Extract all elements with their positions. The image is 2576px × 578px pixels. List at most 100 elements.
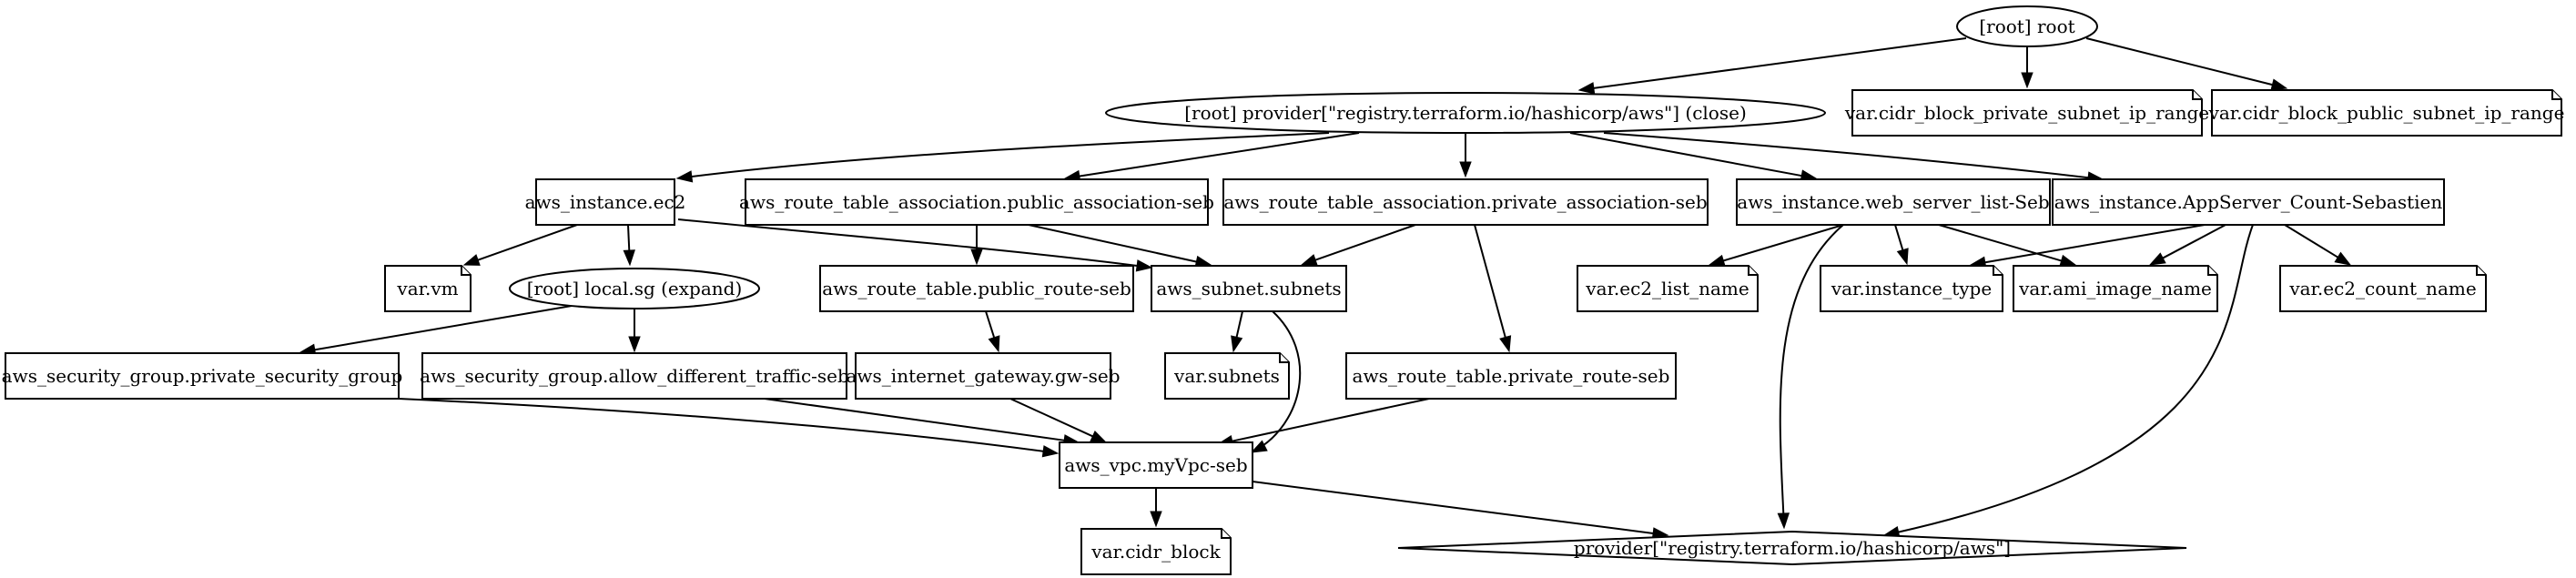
box-shape xyxy=(1222,178,1709,226)
node-rt-public: aws_route_table.public_route-seb xyxy=(819,265,1134,312)
node-label: aws_route_table.private_route-seb xyxy=(1353,365,1670,387)
edge-arrowhead xyxy=(1896,248,1909,266)
edge-web_server-to-var_ec2_list_name xyxy=(1708,224,1844,267)
note-shape xyxy=(1164,352,1290,400)
edge-arrowhead xyxy=(1300,254,1318,266)
edge-vpc-to-provider xyxy=(1252,481,1669,540)
node-provider-close: [root] provider["registry.terraform.io/h… xyxy=(1105,92,1826,134)
edge-root-to-var_cidr_public xyxy=(2085,37,2288,91)
edge-app_server-to-var_ami_image_name xyxy=(2148,224,2226,266)
box-shape xyxy=(421,352,847,400)
edge-arrowhead xyxy=(628,336,641,353)
edge-subnets-to-vpc xyxy=(1250,310,1302,453)
edge-local_sg-to-sg_allow xyxy=(628,309,641,353)
edge-provider_close-to-ec2 xyxy=(675,132,1330,183)
edge-web_server-to-var_instance_type xyxy=(1894,224,1909,266)
note-shape xyxy=(2279,265,2487,312)
node-label: var.instance_type xyxy=(1831,278,1992,299)
edge-subnets-to-var_subnets xyxy=(1231,310,1243,353)
edge-arrowhead xyxy=(623,249,635,267)
edge-arrowhead xyxy=(1150,511,1162,528)
node-var-subnets: var.subnets xyxy=(1164,352,1290,400)
node-subnets: aws_subnet.subnets xyxy=(1151,265,1347,312)
node-web-server: aws_instance.web_server_list-Seb xyxy=(1736,178,2051,226)
edge-rt_public-to-igw xyxy=(985,310,1000,353)
box-shape xyxy=(5,352,400,400)
node-label: var.ec2_count_name xyxy=(2288,278,2476,299)
node-local-sg: [root] local.sg (expand) xyxy=(509,268,760,309)
diamond-shape xyxy=(1397,530,2187,566)
edge-root-to-var_cidr_private xyxy=(2021,47,2033,89)
box-shape xyxy=(1345,352,1677,400)
node-app-server: aws_instance.AppServer_Count-Sebastien xyxy=(2052,178,2445,226)
edge-arrowhead xyxy=(1041,445,1060,458)
edge-arrowhead xyxy=(2148,252,2166,266)
edge-root-to-provider_close xyxy=(1577,37,1967,95)
box-shape xyxy=(855,352,1111,400)
node-rta-public: aws_route_table_association.public_assoc… xyxy=(739,178,1214,226)
node-label: aws_subnet.subnets xyxy=(1156,278,1341,299)
node-label: aws_instance.AppServer_Count-Sebastien xyxy=(2054,191,2443,213)
edge-arrowhead xyxy=(1577,82,1596,95)
node-var-vm: var.vm xyxy=(384,265,472,312)
edge-arrowhead xyxy=(1135,259,1153,272)
node-rta-private: aws_route_table_association.private_asso… xyxy=(1222,178,1709,226)
note-fold xyxy=(2207,266,2217,276)
edge-igw-to-vpc xyxy=(1009,398,1108,443)
edge-arrowhead xyxy=(1777,512,1790,530)
edge-rta_public-to-rt_public xyxy=(970,225,983,266)
edge-rt_private-to-vpc xyxy=(1216,398,1430,448)
ellipse-shape xyxy=(1105,92,1826,134)
box-shape xyxy=(1151,265,1347,312)
edge-web_server-to-provider xyxy=(1777,224,1844,530)
edge-ec2-to-local_sg xyxy=(623,224,635,267)
edge-sg_private-to-vpc xyxy=(398,398,1060,458)
note-fold xyxy=(2192,90,2202,100)
note-shape xyxy=(2013,265,2218,312)
note-shape xyxy=(2211,89,2562,137)
edge-arrowhead xyxy=(988,335,1000,353)
node-var-ami-image-name: var.ami_image_name xyxy=(2013,265,2218,312)
note-shape xyxy=(1851,89,2203,137)
box-shape xyxy=(1736,178,2051,226)
node-label: [root] root xyxy=(1979,15,2074,37)
box-shape xyxy=(1059,441,1253,489)
note-shape xyxy=(1820,265,2003,312)
edge-rta_private-to-rt_private xyxy=(1474,224,1512,353)
box-shape xyxy=(535,178,675,226)
node-var-cidr-private: var.cidr_block_private_subnet_ip_range xyxy=(1844,89,2209,137)
note-fold xyxy=(1993,266,2003,276)
edge-rta_private-to-subnets xyxy=(1300,224,1416,266)
edge-ec2-to-subnets xyxy=(677,218,1153,272)
edge-vpc-to-var_cidr_block xyxy=(1150,488,1162,528)
edge-arrowhead xyxy=(2059,254,2077,267)
edge-app_server-to-var_ec2_count_name xyxy=(2284,224,2352,266)
note-fold xyxy=(461,266,471,276)
edge-arrowhead xyxy=(2021,72,2033,89)
node-label: provider["registry.terraform.io/hashicor… xyxy=(1574,537,2011,559)
node-label: var.subnets xyxy=(1173,365,1280,387)
node-sg-private: aws_security_group.private_security_grou… xyxy=(2,352,403,400)
edge-rta_public-to-subnets xyxy=(1028,224,1212,269)
node-label: var.vm xyxy=(396,278,458,299)
node-provider: provider["registry.terraform.io/hashicor… xyxy=(1397,530,2187,566)
edge-web_server-to-var_ami_image_name xyxy=(1938,224,2077,267)
note-fold xyxy=(2476,266,2486,276)
edge-arrowhead xyxy=(1250,440,1268,453)
edge-arrowhead xyxy=(2334,251,2352,266)
ellipse-shape xyxy=(1956,5,2098,47)
node-rt-private: aws_route_table.private_route-seb xyxy=(1345,352,1677,400)
node-var-ec2-count-name: var.ec2_count_name xyxy=(2279,265,2487,312)
node-label: aws_instance.ec2 xyxy=(525,191,686,213)
edge-arrowhead xyxy=(970,248,983,266)
node-label: aws_route_table.public_route-seb xyxy=(822,278,1131,299)
node-label: var.cidr_block_public_subnet_ip_range xyxy=(2208,102,2565,124)
node-label: var.cidr_block_private_subnet_ip_range xyxy=(1844,102,2209,124)
edge-app_server-to-var_instance_type xyxy=(1969,224,2206,269)
edge-arrowhead xyxy=(1459,161,1472,178)
node-label: aws_security_group.private_security_grou… xyxy=(2,365,403,387)
node-label: var.cidr_block xyxy=(1090,541,1221,563)
box-shape xyxy=(2052,178,2445,226)
note-fold xyxy=(1221,529,1231,539)
